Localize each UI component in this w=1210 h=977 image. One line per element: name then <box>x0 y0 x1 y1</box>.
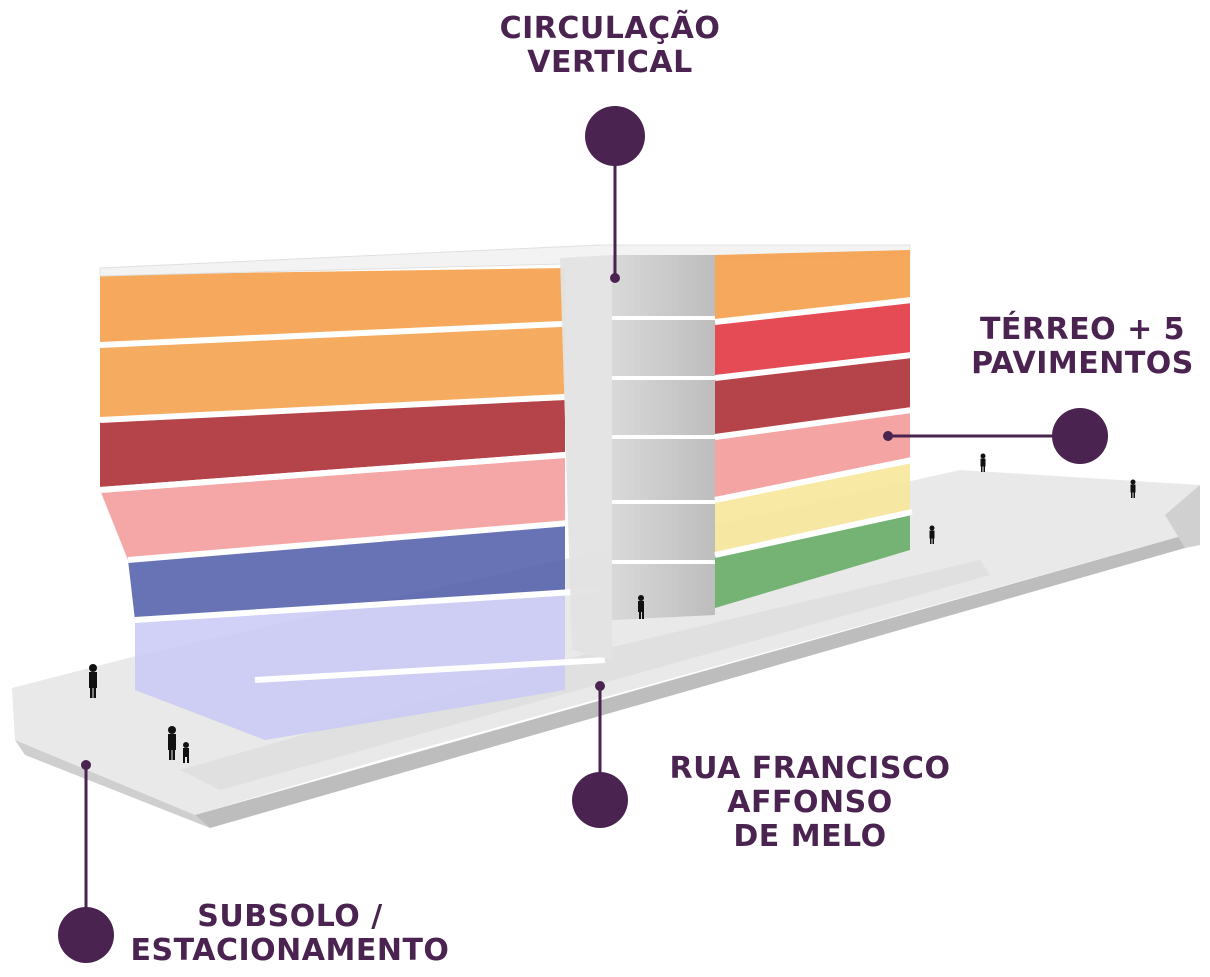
label-line: SUBSOLO / <box>197 899 383 934</box>
label-line: AFFONSO <box>727 785 893 820</box>
left-floor-0 <box>135 595 565 740</box>
right-floors <box>714 250 913 608</box>
label-line: RUA FRANCISCO <box>669 751 951 786</box>
left-floor-5 <box>100 268 565 345</box>
right-floor-1 <box>715 460 910 555</box>
callout-subsolo <box>58 760 114 963</box>
people-silhouettes <box>89 453 1136 763</box>
label-line: TÉRREO + 5 <box>979 312 1186 347</box>
left-floor-4 <box>100 325 565 420</box>
callout-rua <box>572 681 628 828</box>
left-slabs <box>99 319 606 683</box>
callout-circulacao <box>585 106 645 283</box>
circulation-core <box>560 255 715 660</box>
label-subsolo-estacionamento: SUBSOLO / ESTACIONAMENTO <box>110 900 470 968</box>
label-line: ESTACIONAMENTO <box>130 933 450 968</box>
label-line: DE MELO <box>733 819 887 854</box>
right-floor-0 <box>715 512 910 608</box>
left-floor-1 <box>128 525 565 620</box>
callout-terreo <box>883 408 1108 464</box>
label-terreo-pavimentos: TÉRREO + 5 PAVIMENTOS <box>955 313 1210 381</box>
left-floor-3 <box>100 400 565 490</box>
label-rua: RUA FRANCISCO AFFONSO DE MELO <box>640 752 980 854</box>
label-circulacao-vertical: CIRCULAÇÃO VERTICAL <box>470 12 750 80</box>
label-line: CIRCULAÇÃO <box>499 11 721 46</box>
label-line: VERTICAL <box>527 45 693 80</box>
label-line: PAVIMENTOS <box>971 346 1194 381</box>
